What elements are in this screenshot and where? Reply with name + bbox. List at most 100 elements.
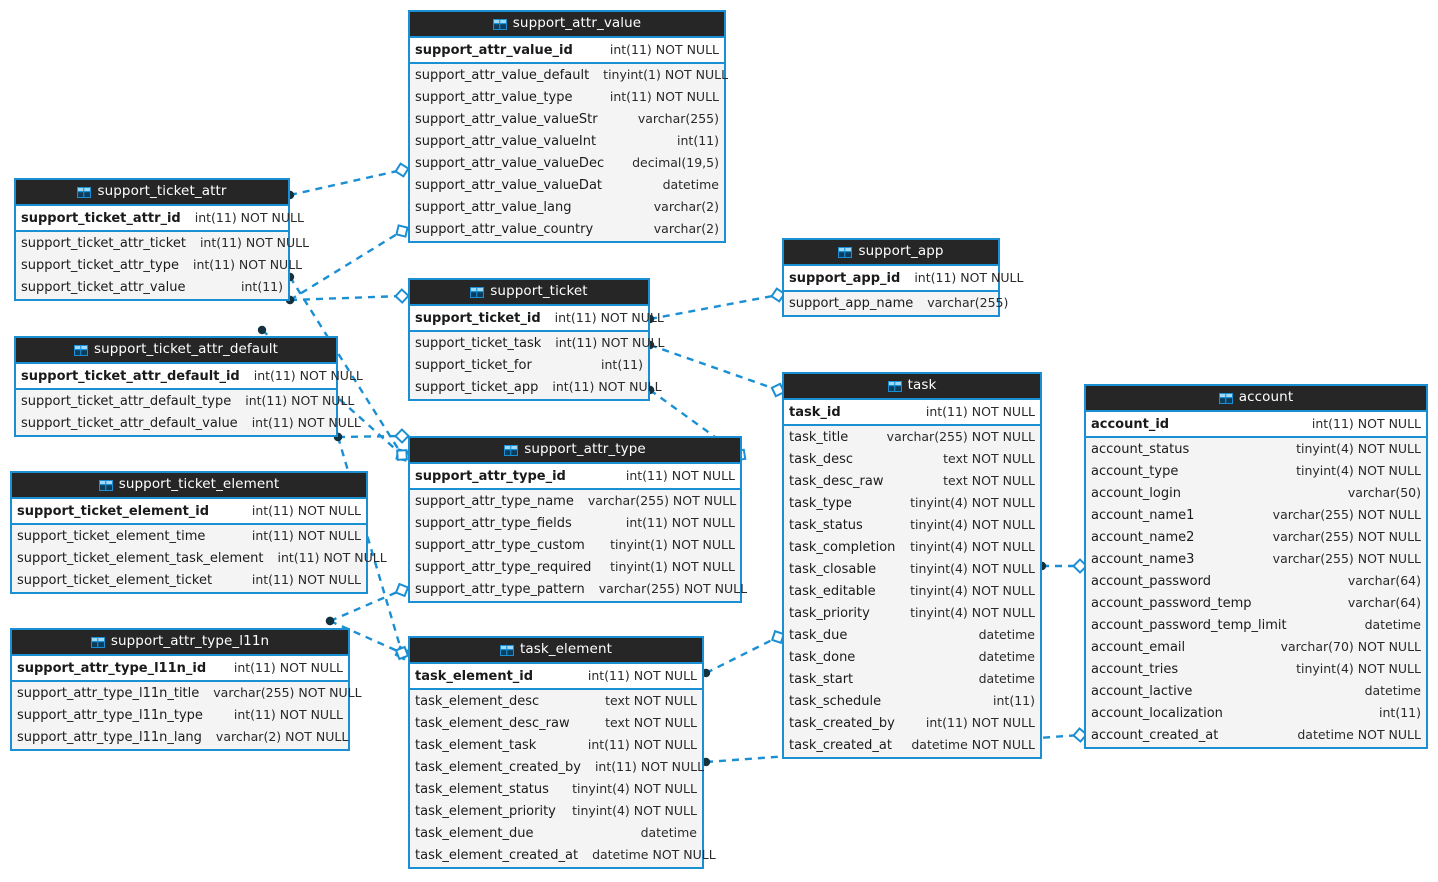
pk-column-name: support_ticket_id	[415, 310, 541, 326]
column-type: varchar(2)	[653, 220, 719, 236]
entity-table-support_attr_type[interactable]: support_attr_type support_attr_type_id i…	[408, 436, 747, 603]
column-name: task_element_due	[415, 825, 534, 841]
primary-key-row: support_attr_type_id int(11) NOT NULL	[410, 464, 740, 490]
column-type: datetime	[1364, 616, 1421, 632]
entity-title: support_ticket_attr	[97, 183, 227, 200]
column-name: support_attr_value_valueStr	[415, 111, 598, 127]
column-type: tinyint(1) NOT NULL	[610, 558, 735, 574]
column-name: task_desc	[789, 451, 854, 467]
column-name: support_app_name	[789, 295, 914, 311]
column-type: varchar(255) NOT NULL	[1272, 506, 1421, 522]
entity-table-task_element[interactable]: task_element task_element_id int(11) NOT…	[408, 636, 716, 869]
column-type: varchar(255) NOT NULL	[598, 580, 748, 596]
column-name: account_password_temp_limit	[1091, 617, 1287, 633]
pk-column-type: int(11) NOT NULL	[625, 467, 735, 483]
column-type: datetime	[978, 648, 1035, 664]
primary-key-row: support_ticket_attr_default_id int(11) N…	[16, 364, 363, 390]
column-type: varchar(64)	[1347, 572, 1421, 588]
entity-table-support_ticket[interactable]: support_ticket support_ticket_id int(11)…	[408, 278, 664, 401]
column-name: account_created_at	[1091, 727, 1219, 743]
entity-table-support_attr_value[interactable]: support_attr_value support_attr_value_id…	[408, 10, 728, 243]
entity-table-support_ticket_attr[interactable]: support_ticket_attr support_ticket_attr_…	[14, 178, 309, 301]
entity-header: support_app	[784, 240, 998, 266]
relationship-target-marker	[394, 582, 410, 598]
entity-table-account[interactable]: account account_id int(11) NOT NULL acco…	[1084, 384, 1428, 749]
column-name: task_priority	[789, 605, 870, 621]
entity-table-support_ticket_attr_default[interactable]: support_ticket_attr_default support_tick…	[14, 336, 363, 437]
column-type: varchar(2) NOT NULL	[215, 728, 349, 744]
column-type: varchar(50)	[1347, 484, 1421, 500]
column-name: support_attr_type_required	[415, 559, 592, 575]
column-name: task_created_at	[789, 737, 892, 753]
pk-column-type: int(11) NOT NULL	[587, 667, 697, 683]
column-name: support_attr_type_name	[415, 493, 574, 509]
column-row: account_name1 varchar(255) NOT NULL	[1086, 504, 1426, 526]
column-name: support_attr_value_lang	[415, 199, 572, 215]
entity-title: support_attr_type	[524, 441, 646, 458]
primary-key-row: support_attr_type_l11n_id int(11) NOT NU…	[12, 656, 348, 682]
column-type: tinyint(4) NOT NULL	[910, 582, 1035, 598]
entity-table-task[interactable]: task task_id int(11) NOT NULL task_title…	[782, 372, 1042, 759]
column-type: int(11) NOT NULL	[625, 514, 735, 530]
column-name: account_name2	[1091, 529, 1195, 545]
relationship-target-marker	[394, 428, 410, 444]
entity-table-support_attr_type_l11n[interactable]: support_attr_type_l11n support_attr_type…	[10, 628, 362, 751]
column-type: int(11)	[241, 278, 283, 294]
column-type: tinyint(4) NOT NULL	[1296, 660, 1421, 676]
column-type: int(11) NOT NULL	[251, 527, 361, 543]
column-name: account_name1	[1091, 507, 1195, 523]
entity-table-support_app[interactable]: support_app support_app_id int(11) NOT N…	[782, 238, 1023, 317]
column-name: support_attr_value_type	[415, 89, 573, 105]
entity-table-support_ticket_element[interactable]: support_ticket_element support_ticket_el…	[10, 471, 387, 594]
column-name: support_ticket_attr_default_type	[21, 393, 232, 409]
column-name: support_attr_type_custom	[415, 537, 585, 553]
pk-column-name: support_attr_type_id	[415, 468, 566, 484]
column-type: varchar(255)	[637, 110, 719, 126]
entity-header: account	[1086, 386, 1426, 412]
column-name: task_element_created_at	[415, 847, 579, 863]
column-name: support_ticket_attr_default_value	[21, 415, 238, 431]
table-icon	[1218, 392, 1233, 404]
entity-header: support_ticket_attr_default	[16, 338, 336, 364]
table-icon	[504, 444, 519, 456]
entity-header: support_attr_value	[410, 12, 724, 38]
column-name: task_created_by	[789, 715, 895, 731]
column-type: int(11) NOT NULL	[277, 549, 387, 565]
pk-column-type: int(11) NOT NULL	[1311, 415, 1421, 431]
entity-title: task_element	[519, 641, 613, 658]
primary-key-row: support_ticket_attr_id int(11) NOT NULL	[16, 206, 304, 232]
primary-key-row: support_ticket_id int(11) NOT NULL	[410, 306, 664, 332]
column-name: account_login	[1091, 485, 1181, 501]
column-type: tinyint(4) NOT NULL	[910, 538, 1035, 554]
column-type: tinyint(4) NOT NULL	[910, 494, 1035, 510]
column-name: support_ticket_element_task_element	[17, 550, 264, 566]
column-type: int(11) NOT NULL	[192, 256, 303, 272]
column-name: support_attr_value_valueDec	[415, 155, 605, 171]
column-name: task_element_created_by	[415, 759, 581, 775]
relationship-target-marker	[396, 449, 408, 461]
column-name: task_element_status	[415, 781, 549, 797]
